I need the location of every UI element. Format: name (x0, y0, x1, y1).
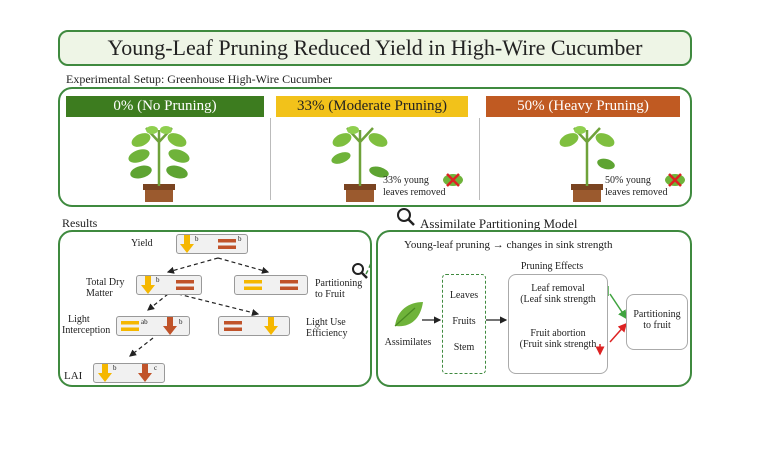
sup-b: b (113, 364, 117, 372)
equal-yellow-icon (121, 321, 139, 331)
partitioning-fruit-2: to fruit (643, 320, 671, 331)
down-arrow-yellow-icon (141, 276, 155, 294)
magnifier-icon (352, 263, 368, 279)
treatment-header-0: 0% (No Pruning) (66, 96, 264, 117)
partitioning-fruit-1: Partitioning (633, 309, 681, 320)
note-50-line2: leaves removed (605, 187, 668, 198)
plant-heavy-icon (559, 126, 615, 202)
down-arrow-yellow-icon (98, 364, 112, 382)
setup-divider-1 (270, 118, 271, 200)
pruning-effects-box (508, 274, 608, 374)
fruit-abortion-1: Fruit abortion (530, 328, 586, 339)
partitioning-label-2: to Fruit (315, 289, 345, 300)
assimilates-label: Assimilates (384, 337, 432, 348)
lue-label-2: Efficiency (306, 328, 348, 339)
equal-brown-icon (176, 280, 194, 290)
sink-stem: Stem (453, 342, 475, 353)
setup-panel (58, 87, 692, 207)
total-dry-matter-label-2: Matter (86, 288, 113, 299)
treatment-header-33: 33% (Moderate Pruning) (276, 96, 468, 117)
model-label: Assimilate Partitioning Model (420, 216, 578, 231)
equal-brown-icon (218, 239, 236, 249)
leaf-removal-2: (Leaf sink strength (520, 294, 596, 305)
sup-ab: ab (141, 318, 148, 326)
down-arrow-brown-icon (138, 364, 152, 382)
treatment-header-50: 50% (Heavy Pruning) (486, 96, 680, 117)
sink-fruits: Fruits (452, 316, 476, 327)
model-subtitle: Young-leaf pruning → changes in sink str… (404, 239, 613, 251)
partitioning-label-1: Partitioning (315, 278, 363, 289)
total-dry-matter-label-1: Total Dry (86, 277, 125, 288)
down-arrow-brown-icon (163, 317, 177, 335)
sup-b: b (238, 235, 242, 243)
removed-leaf-icon (443, 173, 463, 187)
sup-b: b (195, 235, 199, 243)
pruning-effects-title: Pruning Effects (520, 261, 584, 272)
note-50-line1: 50% young (605, 175, 651, 186)
magnifier-icon-2 (397, 208, 415, 226)
leaf-icon (394, 302, 423, 327)
light-interception-label-1: Light (68, 314, 90, 325)
sink-leaves: Leaves (449, 290, 479, 301)
yield-label: Yield (131, 238, 153, 249)
fruit-abortion-2: (Fruit sink strength (519, 339, 597, 350)
setup-divider-2 (479, 118, 480, 200)
results-panel (58, 230, 372, 387)
light-interception-label-2: Interception (62, 325, 111, 336)
lai-label: LAI (64, 370, 83, 382)
equal-yellow-icon (244, 280, 262, 290)
model-panel (376, 230, 692, 387)
sup-b: b (179, 318, 183, 326)
note-33-line2: leaves removed (383, 187, 446, 198)
note-33-line1: 33% young (383, 175, 429, 186)
setup-label: Experimental Setup: Greenhouse High-Wire… (66, 72, 333, 86)
sup-b: b (156, 276, 160, 284)
plant-moderate-icon (331, 126, 389, 202)
down-arrow-yellow-icon (180, 235, 194, 253)
equal-brown-icon (280, 280, 298, 290)
plant-full-icon (128, 126, 190, 202)
page-title: Young-Leaf Pruning Reduced Yield in High… (58, 30, 692, 66)
equal-brown-icon (224, 321, 242, 331)
partitioning-box (626, 294, 688, 350)
sinks-box (442, 274, 486, 374)
down-arrow-yellow-icon (264, 317, 278, 335)
lue-label-1: Light Use (306, 317, 346, 328)
sup-c: c (154, 364, 158, 372)
removed-leaf-icon-2 (665, 173, 685, 187)
results-connectors (129, 257, 372, 357)
model-connectors (422, 286, 627, 356)
results-label: Results (62, 216, 98, 230)
leaf-removal-1: Leaf removal (531, 283, 585, 294)
